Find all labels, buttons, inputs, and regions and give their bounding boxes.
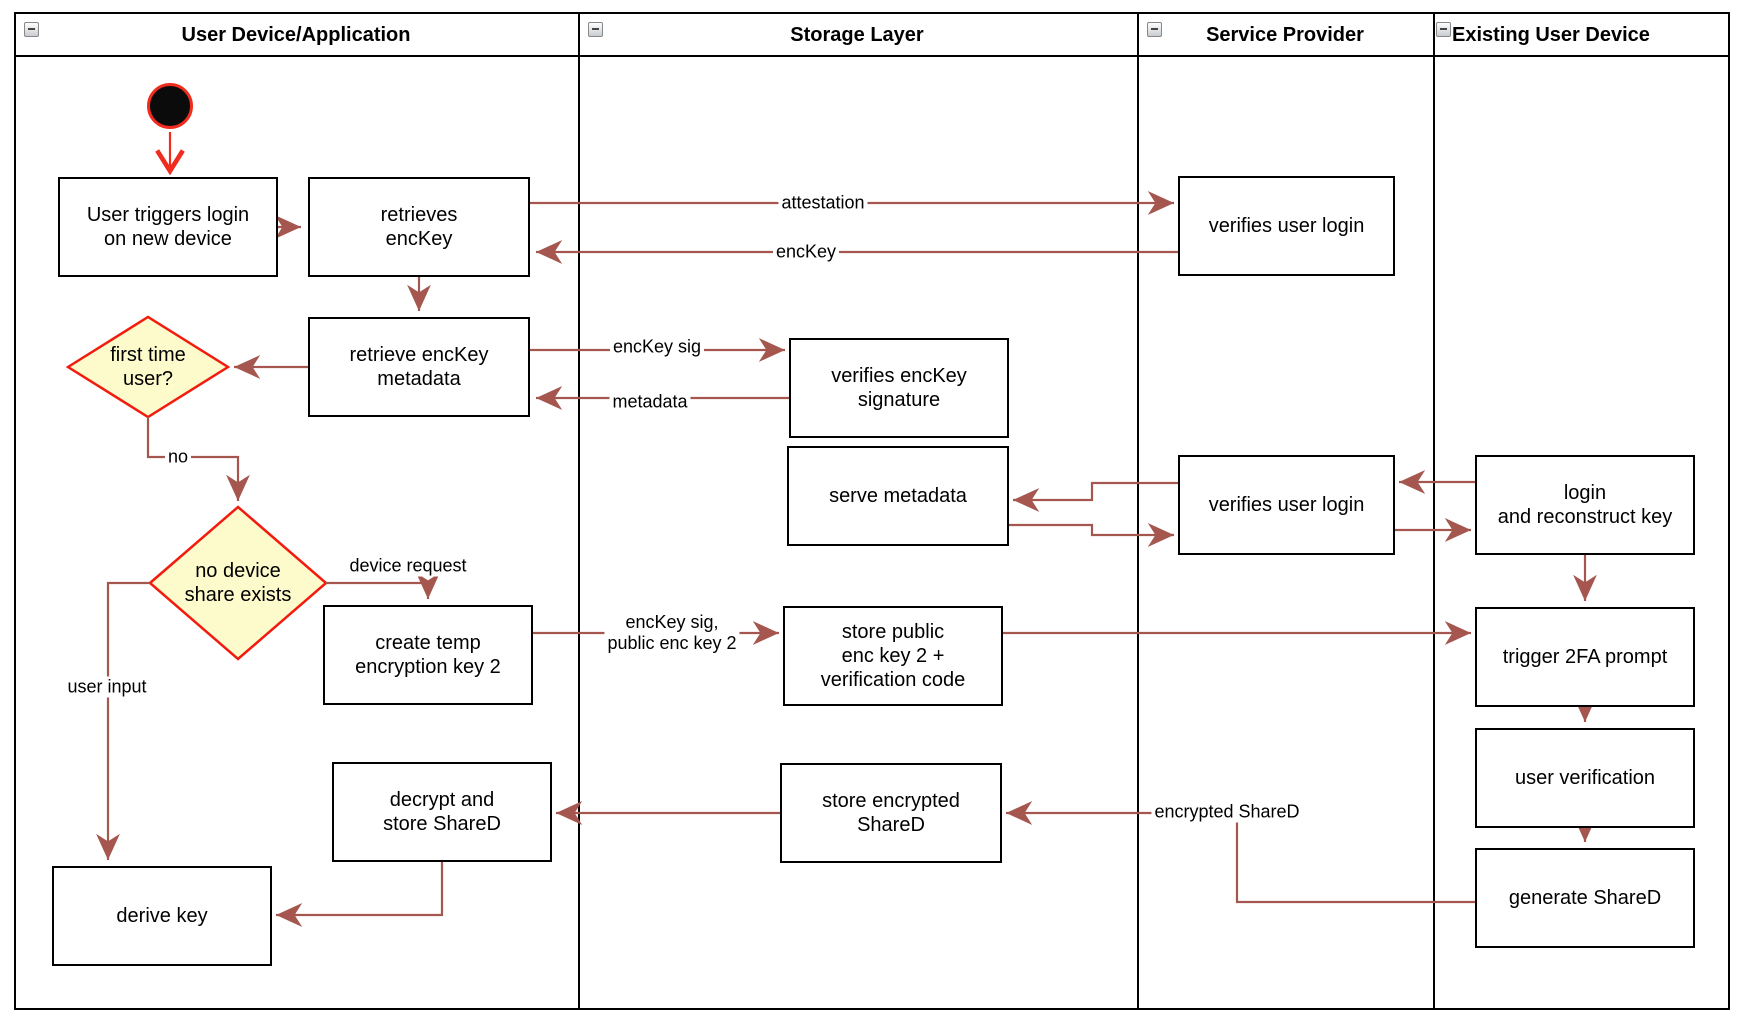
decision-label-first-time-user: first time user? — [110, 344, 186, 390]
node-verifies-user-login-1[interactable]: verifies user login — [1178, 176, 1395, 276]
edge-label-enckey-sig-public: encKey sig, public enc key 2 — [604, 612, 740, 654]
edge-encrypted-shared — [1006, 801, 1475, 904]
edge-no-branch — [146, 417, 250, 501]
lane-divider-2 — [1137, 12, 1139, 1010]
node-store-public-enc-key[interactable]: store public enc key 2 + verification co… — [783, 606, 1003, 706]
lane-title-service-provider: Service Provider — [1206, 24, 1364, 46]
node-create-temp-key[interactable]: create temp encryption key 2 — [323, 605, 533, 705]
lane-header-underline — [14, 55, 1730, 57]
node-user-triggers-login[interactable]: User triggers login on new device — [58, 177, 278, 277]
node-verifies-user-login-2[interactable]: verifies user login — [1178, 455, 1395, 555]
node-decrypt-store-shared[interactable]: decrypt and store ShareD — [332, 762, 552, 862]
edge-label-user-input: user input — [64, 676, 150, 698]
collapse-icon[interactable] — [24, 22, 39, 37]
edge-verifies-to-serve-metadata — [1013, 481, 1178, 512]
edge-label-encrypted-shared: encrypted ShareD — [1151, 801, 1303, 823]
edge-label-attestation: attestation — [778, 192, 868, 214]
lane-title-existing-user-device: Existing User Device — [1452, 24, 1650, 46]
lane-title-storage-layer: Storage Layer — [790, 24, 924, 46]
collapse-icon[interactable] — [588, 22, 603, 37]
node-verifies-enckey-signature[interactable]: verifies encKey signature — [789, 338, 1009, 438]
edge-label-device-request: device request — [346, 555, 470, 577]
node-store-encrypted-shared[interactable]: store encrypted ShareD — [780, 763, 1002, 863]
edge-label-metadata: metadata — [609, 391, 691, 413]
start-node[interactable] — [147, 83, 193, 129]
node-generate-shared[interactable]: generate ShareD — [1475, 848, 1695, 948]
edge-serve-metadata-to-verifies — [1009, 523, 1174, 547]
lane-divider-1 — [578, 12, 580, 1010]
edge-user-input — [96, 581, 150, 860]
collapse-icon[interactable] — [1147, 22, 1162, 37]
edge-decrypt-to-derive — [276, 862, 444, 927]
decision-label-no-device-share: no device share exists — [184, 560, 292, 606]
node-retrieves-enckey[interactable]: retrieves encKey — [308, 177, 530, 277]
edge-device-request — [326, 572, 440, 599]
node-user-verification[interactable]: user verification — [1475, 728, 1695, 828]
lane-divider-3 — [1433, 12, 1435, 1010]
swimlane-pool — [14, 12, 1730, 1010]
node-derive-key[interactable]: derive key — [52, 866, 272, 966]
node-retrieve-enckey-metadata[interactable]: retrieve encKey metadata — [308, 317, 530, 417]
edge-label-enckey-sig: encKey sig — [609, 336, 705, 358]
node-serve-metadata[interactable]: serve metadata — [787, 446, 1009, 546]
collapse-icon[interactable] — [1436, 22, 1451, 37]
node-login-reconstruct-key[interactable]: login and reconstruct key — [1475, 455, 1695, 555]
edge-label-enckey: encKey — [772, 241, 840, 263]
lane-title-user-device: User Device/Application — [181, 24, 411, 46]
node-trigger-2fa-prompt[interactable]: trigger 2FA prompt — [1475, 607, 1695, 707]
edge-label-no: no — [164, 446, 192, 468]
